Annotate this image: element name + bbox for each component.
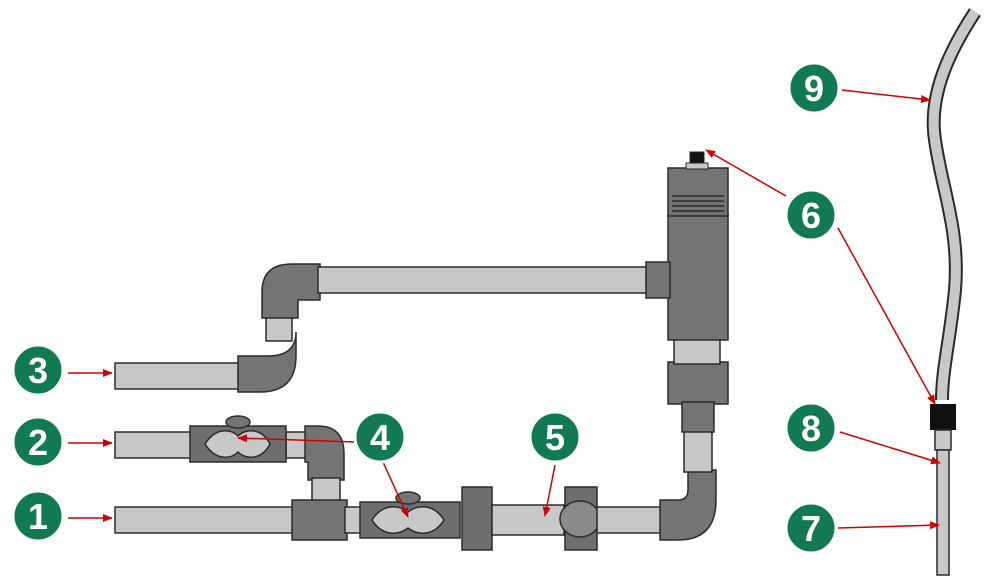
badge-8-label: 8 [801,408,821,449]
badge-1: 1 [11,489,65,543]
badge-5-label: 5 [545,417,565,458]
badge-7: 7 [784,501,838,555]
badge-6-label: 6 [801,195,821,236]
pipe-riser-short [265,314,293,342]
vent-cap-base [685,162,709,170]
tee-upper-side [645,261,671,299]
vent-fins [672,195,724,212]
badge-1-label: 1 [28,496,48,537]
pipe-return [114,362,246,390]
badge-8: 8 [784,401,838,455]
vent-cap [689,151,705,165]
tee-inlet [291,499,348,541]
arrow-4a [237,434,356,443]
tube-lower [936,449,950,576]
arrow-7 [837,521,940,530]
arrow-8 [839,431,941,465]
pipe-inlet [114,506,296,534]
hose-assembly [926,8,981,576]
check-valve [491,504,565,536]
check-valve-flap [559,500,601,538]
arrow-4b [382,461,409,518]
pipe-branch [114,431,196,459]
badge-4: 4 [353,410,407,464]
arrow-5 [542,464,556,517]
pipe-riser-tall [683,429,713,473]
elbow-branch [304,425,345,481]
badge-4-label: 4 [370,417,390,458]
coupling-lower [667,361,729,405]
pipe-assembly [114,167,729,551]
arrow-6b [837,227,936,405]
badge-7-label: 7 [801,508,821,549]
coupling-neck-lower [681,401,715,433]
ball-valve [359,491,461,539]
arrow-9 [841,89,931,103]
elbow-return-upper [261,263,321,319]
badge-6: 6 [784,188,838,242]
union-left [461,486,493,551]
badge-3-label: 3 [28,350,48,391]
badge-9-label: 9 [804,68,824,109]
hose-connector [930,404,956,430]
ball-valve-branch [189,415,287,463]
badge-2-label: 2 [28,422,48,463]
pipe-top-horizontal [317,266,649,294]
vent-fitting [667,167,729,217]
pipe-outlet [596,506,663,534]
badge-5: 5 [528,410,582,464]
badge-2: 2 [11,415,65,469]
tee-upper [667,213,729,341]
tube-adapter [934,429,952,451]
arrow-6a [705,149,787,197]
badge-3: 3 [11,343,65,397]
callout-arrows [68,89,941,530]
pipe-riser-mid [673,337,721,365]
elbow-outlet [659,469,717,541]
badge-9: 9 [787,61,841,115]
elbow-return-lower [237,331,297,393]
